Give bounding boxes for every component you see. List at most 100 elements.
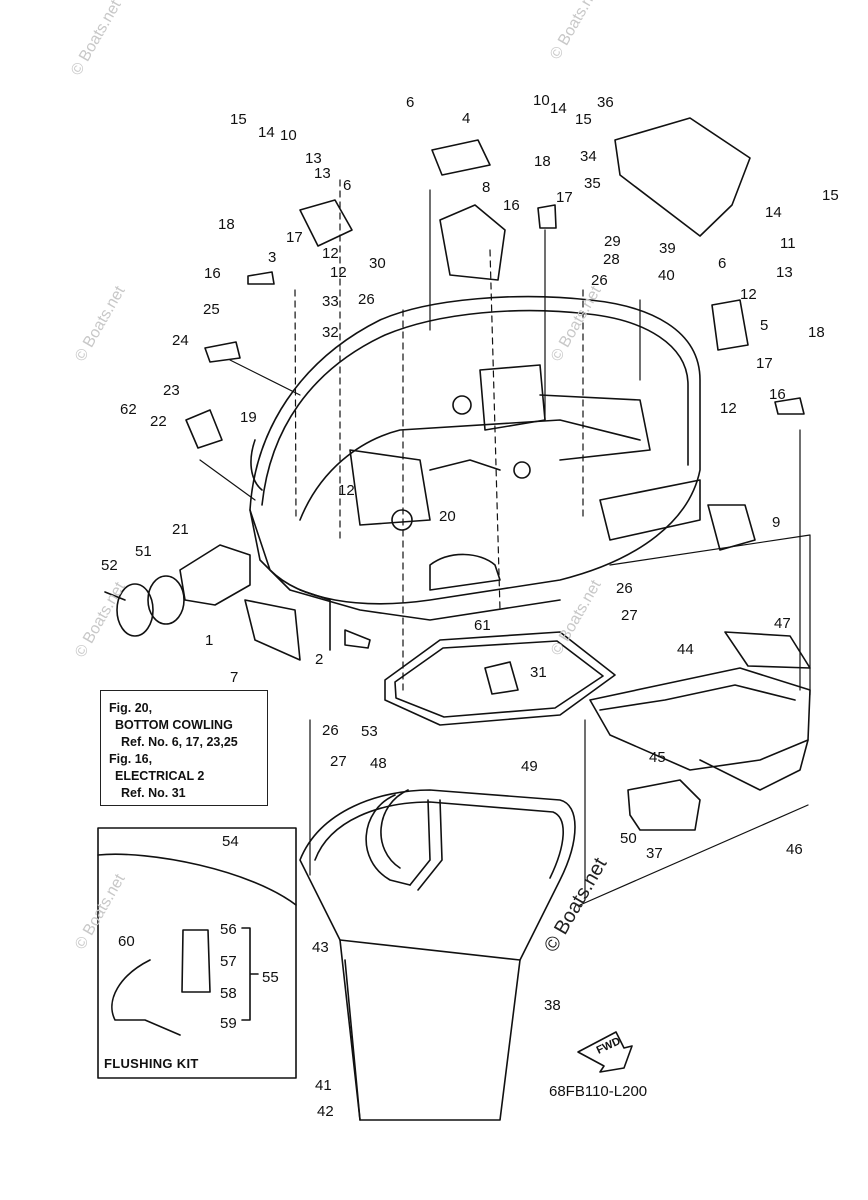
callout-4: 4 (462, 110, 470, 127)
callout-27: 27 (621, 607, 638, 624)
flushing-hose (111, 959, 181, 1036)
callout-31: 31 (530, 664, 547, 681)
callout-numbers: 1234566678910101112121212121313131414141… (101, 92, 839, 1120)
callout-12: 12 (720, 400, 737, 417)
callout-6: 6 (343, 177, 351, 194)
callout-5: 5 (760, 317, 768, 334)
callout-16: 16 (204, 265, 221, 282)
callout-48: 48 (370, 755, 387, 772)
callout-15: 15 (230, 111, 247, 128)
note-line: ELECTRICAL 2 (115, 769, 205, 783)
callout-22: 22 (150, 413, 167, 430)
callout-12: 12 (338, 482, 355, 499)
callout-47: 47 (774, 615, 791, 632)
callout-19: 19 (240, 409, 257, 426)
bottom-cowling (299, 553, 501, 651)
callout-29: 29 (604, 233, 621, 250)
clip-16b (537, 204, 557, 229)
callout-18: 18 (218, 216, 235, 233)
callout-28: 28 (603, 251, 620, 268)
callout-42: 42 (317, 1103, 334, 1120)
callout-8: 8 (482, 179, 490, 196)
callout-9: 9 (772, 514, 780, 531)
callout-20: 20 (439, 508, 456, 525)
callout-32: 32 (322, 324, 339, 341)
callout-12: 12 (330, 264, 347, 281)
callout-6: 6 (718, 255, 726, 272)
callout-33: 33 (322, 293, 339, 310)
leader-lines (199, 189, 811, 906)
callout-13: 13 (776, 264, 793, 281)
assembly-lines (294, 179, 584, 691)
apron (299, 789, 576, 1121)
callout-14: 14 (765, 204, 782, 221)
callout-10: 10 (533, 92, 550, 109)
note-line: Ref. No. 31 (121, 786, 186, 800)
callout-6: 6 (406, 94, 414, 111)
callout-53: 53 (361, 723, 378, 740)
callout-58: 58 (220, 985, 237, 1002)
strip-19 (250, 439, 263, 491)
callout-26: 26 (591, 272, 608, 289)
callout-34: 34 (580, 148, 597, 165)
callout-52: 52 (101, 557, 118, 574)
callout-18: 18 (534, 153, 551, 170)
callout-14: 14 (258, 124, 275, 141)
latch-5 (711, 299, 749, 351)
callout-24: 24 (172, 332, 189, 349)
callout-16: 16 (503, 197, 520, 214)
callout-46: 46 (786, 841, 803, 858)
callout-38: 38 (544, 997, 561, 1014)
flushing-fitting (181, 929, 211, 993)
callout-37: 37 (646, 845, 663, 862)
callout-7: 7 (230, 669, 238, 686)
flushing-kit-box (97, 827, 297, 1079)
diagram-code: 68FB110-L200 (549, 1083, 648, 1100)
callout-27: 27 (330, 753, 347, 770)
bracket-7 (244, 599, 301, 661)
latch-4 (431, 139, 491, 176)
callout-50: 50 (620, 830, 637, 847)
cowling-seal (384, 631, 616, 726)
callout-13: 13 (314, 165, 331, 182)
callout-26: 26 (322, 722, 339, 739)
bracket-45 (589, 667, 811, 791)
callout-12: 12 (740, 286, 757, 303)
note-line: Fig. 20, (109, 701, 153, 715)
flushing-kit-title: FLUSHING KIT (104, 1056, 199, 1071)
callout-30: 30 (369, 255, 386, 272)
callout-61: 61 (474, 617, 491, 634)
callout-44: 44 (677, 641, 694, 658)
callout-15: 15 (822, 187, 839, 204)
callout-3: 3 (268, 249, 276, 266)
plate-34 (614, 117, 751, 237)
callout-17: 17 (286, 229, 303, 246)
callout-25: 25 (203, 301, 220, 318)
callout-60: 60 (118, 933, 135, 950)
latch-3 (299, 199, 353, 247)
note-line: BOTTOM COWLING (115, 718, 233, 732)
intake-assembly (104, 544, 251, 637)
callout-41: 41 (315, 1077, 332, 1094)
grommet-31 (484, 661, 519, 695)
reference-note: Fig. 20, BOTTOM COWLING Ref. No. 6, 17, … (100, 690, 268, 806)
callout-13: 13 (305, 150, 322, 167)
bracket-56 (241, 927, 259, 1021)
callout-62: 62 (120, 401, 137, 418)
callout-10: 10 (280, 127, 297, 144)
callout-18: 18 (808, 324, 825, 341)
fwd-arrow (577, 1031, 633, 1073)
callout-51: 51 (135, 543, 152, 560)
callout-23: 23 (163, 382, 180, 399)
callout-11: 11 (780, 235, 796, 252)
callout-15: 15 (575, 111, 592, 128)
callout-56: 56 (220, 921, 237, 938)
bracket-22 (185, 409, 223, 449)
callout-16: 16 (769, 386, 786, 403)
plate-48 (724, 631, 811, 669)
callout-43: 43 (312, 939, 329, 956)
callout-21: 21 (172, 521, 189, 538)
callout-57: 57 (220, 953, 237, 970)
water-hose (365, 789, 443, 891)
